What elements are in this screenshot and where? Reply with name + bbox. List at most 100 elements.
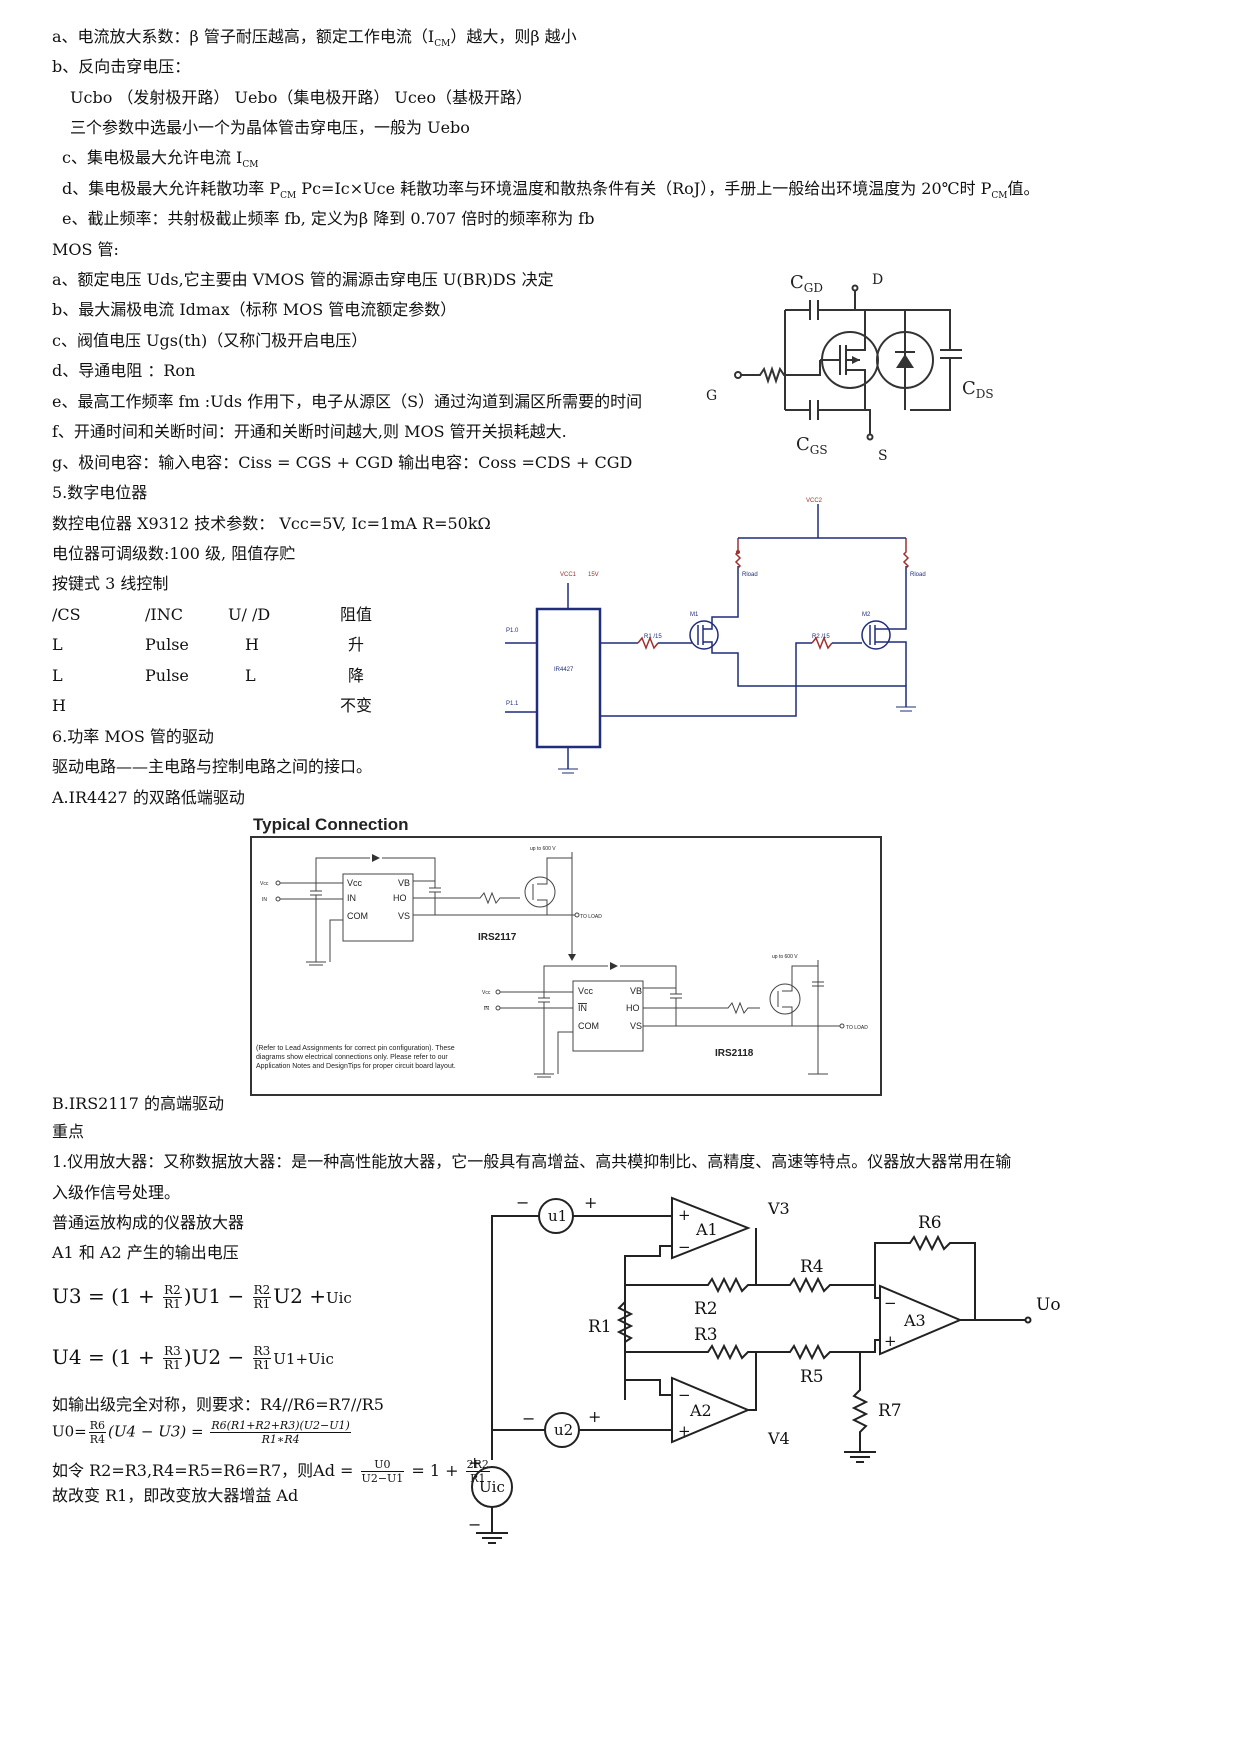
numerator: R6(R1+R2+R3)(U2−U1) — [210, 1419, 351, 1433]
line-text: a、电流放大系数：β 管子耐压越高，额定工作电流（I — [52, 27, 435, 46]
label-u2-plus: + — [588, 1407, 601, 1426]
label-bottom-supply: up to 600 V — [772, 954, 798, 960]
subscript: CM — [242, 160, 259, 171]
heading-mos-drive: 6.功率 MOS 管的驱动 — [52, 727, 214, 746]
instrumentation-amplifier-diagram: u1 u2 Uic − + − + + − A1 + − A2 − + A3 −… — [468, 1193, 1061, 1544]
line-text: Pc=Ic×Uce 耗散功率与环境温度和散热条件有关（RoJ），手册上一般给出环… — [296, 179, 992, 198]
pin-ho-2: HO — [626, 1003, 640, 1013]
typical-connection-diagram: up to 600 V up to 600 V Vcc IN Vcc VB IN… — [250, 836, 882, 1096]
heading-digital-pot: 5.数字电位器 — [52, 483, 148, 502]
denominator: R4 — [89, 1433, 106, 1446]
label-v3: V3 — [767, 1199, 790, 1218]
label-r6: R6 — [918, 1213, 942, 1233]
eq-text: )U1 − — [183, 1284, 251, 1308]
eq-text: (1 + — [111, 1345, 162, 1369]
eq-text: Uic — [325, 1289, 352, 1307]
note-line-1: (Refer to Lead Assignments for correct p… — [256, 1045, 455, 1052]
label-source: S — [878, 448, 888, 464]
eq-text: Ad = — [313, 1461, 359, 1480]
fraction: R6(R1+R2+R3)(U2−U1)R1∗R4 — [210, 1419, 351, 1446]
eq-text: U3 = — [52, 1284, 112, 1308]
line-inamp-opamp: 普通运放构成的仪器放大器 — [52, 1213, 245, 1232]
svg-text:CGS: CGS — [796, 434, 828, 457]
pin-vb: VB — [398, 878, 410, 888]
label-cgd: C — [790, 272, 804, 293]
label-uic-plus: + — [468, 1453, 481, 1472]
label-a3-plus: + — [884, 1332, 897, 1350]
label-irs2117: IRS2117 — [478, 932, 517, 943]
label-vcc1: VCC1 — [560, 572, 577, 578]
denominator: U2−U1 — [361, 1472, 404, 1485]
line-3wire: 按键式 3 线控制 — [52, 574, 169, 593]
line-breakdown-voltage: b、反向击穿电压： — [52, 57, 191, 76]
line-mos-b: b、最大漏极电流 Idmax（标称 MOS 管电流额定参数） — [52, 300, 457, 319]
eq-text: U1+Uic — [273, 1350, 334, 1368]
pin-vs-2: VS — [630, 1021, 642, 1031]
line-text: ）越大，则β 越小 — [450, 27, 577, 46]
line-inamp-def: 1.仪用放大器：又称数据放大器：是一种高性能放大器，它一般具有高增益、高共模抑制… — [52, 1152, 1012, 1171]
pin-com: COM — [347, 911, 368, 921]
label-r2: R2 — [694, 1299, 718, 1319]
numerator: R3 — [252, 1344, 272, 1359]
line-inamp-def-cont: 入级作信号处理。 — [52, 1183, 181, 1202]
subscript: CM — [280, 191, 297, 202]
table-header-ud: U/ /D — [228, 605, 271, 624]
label-a3-minus: − — [884, 1294, 897, 1312]
label-p11: P1.1 — [506, 701, 519, 707]
numerator: R2 — [163, 1283, 182, 1298]
label-cgd-sub: GD — [804, 281, 823, 295]
line-text: 如令 R2=R3,R4=R5=R6=R7，则 — [52, 1461, 314, 1480]
label-r4: R4 — [800, 1257, 824, 1277]
label-uic-minus: − — [468, 1515, 481, 1534]
label-cds-sub: DS — [976, 387, 994, 401]
label-to-load-2: TO LOAD — [846, 1025, 868, 1031]
label-u1-minus: − — [516, 1193, 529, 1212]
denominator: R1∗R4 — [261, 1433, 300, 1446]
denominator: R1 — [164, 1358, 181, 1372]
numerator: U0 — [360, 1458, 405, 1472]
label-cgs: C — [796, 434, 810, 455]
denominator: R1 — [253, 1297, 271, 1311]
line-drive-circuit: 驱动电路——主电路与控制电路之间的接口。 — [52, 757, 373, 776]
eq-text: U0= — [52, 1422, 87, 1441]
line-breakdown-note: 三个参数中选最小一个为晶体管击穿电压，一般为 Uebo — [70, 118, 470, 137]
line-mos-e: e、最高工作频率 fm :Uds 作用下，电子从源区（S）通过沟道到漏区所需要的… — [52, 392, 643, 411]
table-cell: L — [52, 666, 63, 685]
pin-com-2: COM — [578, 1021, 599, 1031]
label-gate: G — [706, 388, 717, 404]
eq-text: (1 + — [111, 1284, 162, 1308]
label-u1-plus: + — [584, 1193, 597, 1212]
line-text: 值。 — [1007, 179, 1040, 198]
table-cell: H — [52, 696, 66, 715]
label-a1-minus: − — [678, 1238, 691, 1256]
eq-text: (U4 − U3) = — [108, 1422, 209, 1441]
table-cell: Pulse — [145, 635, 189, 654]
label-drain: D — [872, 272, 883, 288]
subscript: CM — [991, 191, 1008, 202]
line-x9312: 数控电位器 X9312 技术参数： Vcc=5V, Ic=1mA R=50kΩ — [52, 514, 491, 533]
denominator: R1 — [470, 1472, 486, 1485]
label-in-bar: IN — [484, 1006, 489, 1012]
label-a2: A2 — [689, 1401, 712, 1420]
pin-vs: VS — [398, 911, 410, 921]
eq-text: U4 = — [52, 1345, 112, 1369]
label-vcc2: VCC2 — [806, 498, 823, 504]
label-ir4427-chip: IR4427 — [554, 667, 574, 673]
ir4427-circuit: VCC2 VCC1 15V Rload Rload M1 M2 P1.0 P1.… — [505, 498, 926, 774]
label-u2: u2 — [554, 1421, 573, 1439]
table-cell: L — [52, 635, 63, 654]
typical-connection-title: Typical Connection — [253, 815, 409, 834]
pin-vcc: Vcc — [347, 878, 363, 888]
table-header-value: 阻值 — [340, 605, 373, 624]
numerator: R2 — [252, 1283, 272, 1298]
line-mos-a: a、额定电压 Uds,它主要由 VMOS 管的漏源击穿电压 U(BR)DS 决定 — [52, 270, 554, 289]
pin-ho: HO — [393, 893, 407, 903]
label-v4: V4 — [767, 1429, 790, 1448]
